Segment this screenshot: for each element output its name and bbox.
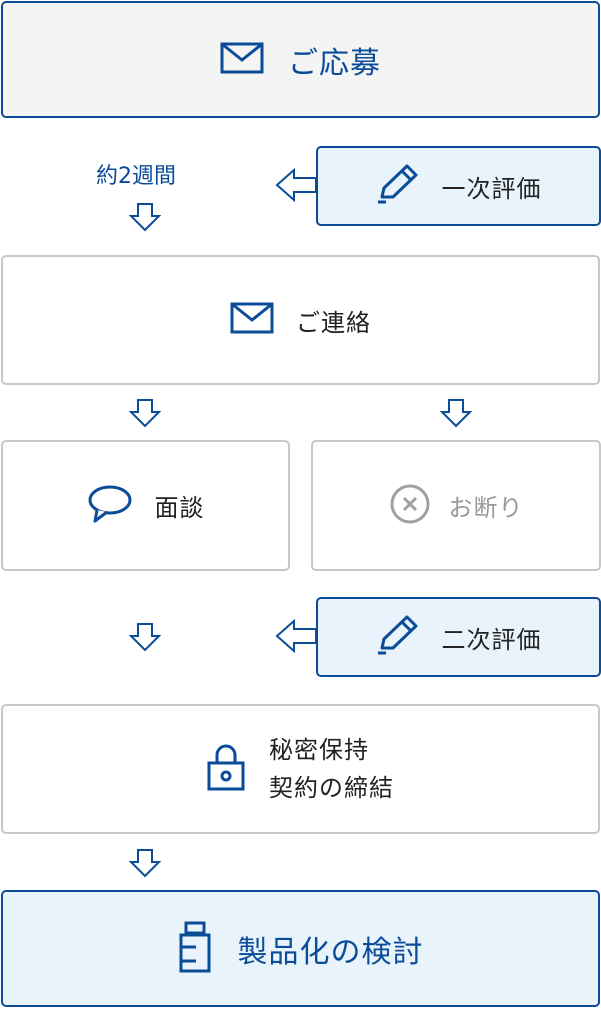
decline-box: お断り — [311, 440, 601, 571]
pencil-icon — [376, 614, 420, 660]
arrow-down-4 — [129, 623, 161, 652]
apply-label: ご応募 — [288, 45, 381, 81]
mail-icon — [230, 302, 274, 338]
close-circle-icon — [389, 483, 431, 529]
speech-bubble-icon — [87, 484, 133, 528]
first-review-box: 一次評価 — [316, 146, 601, 226]
duration-label: 約2週間 — [96, 164, 176, 189]
contact-box: ご連絡 — [1, 255, 600, 385]
arrow-left-2 — [275, 618, 317, 654]
pencil-icon — [376, 163, 420, 209]
contact-label: ご連絡 — [296, 308, 371, 337]
nda-box: 秘密保持 契約の締結 — [1, 704, 600, 834]
product-box: 製品化の検討 — [1, 890, 600, 1007]
arrow-down-3 — [440, 399, 472, 428]
apply-box: ご応募 — [1, 1, 600, 118]
mail-icon — [220, 42, 264, 78]
lock-icon — [207, 743, 245, 795]
nda-label-line1: 秘密保持 — [269, 736, 369, 764]
arrow-down-1 — [129, 203, 161, 232]
interview-box: 面談 — [1, 440, 290, 571]
arrow-down-5 — [129, 849, 161, 878]
decline-label: お断り — [448, 494, 524, 522]
interview-label: 面談 — [154, 494, 205, 522]
arrow-left-1 — [275, 167, 317, 203]
nda-label-line2: 契約の締結 — [269, 774, 394, 802]
first-review-label: 一次評価 — [441, 174, 542, 203]
second-review-box: 二次評価 — [316, 597, 601, 677]
second-review-label: 二次評価 — [441, 625, 542, 654]
product-bottle-icon — [178, 921, 212, 977]
product-label: 製品化の検討 — [237, 934, 424, 970]
arrow-down-2 — [129, 399, 161, 428]
